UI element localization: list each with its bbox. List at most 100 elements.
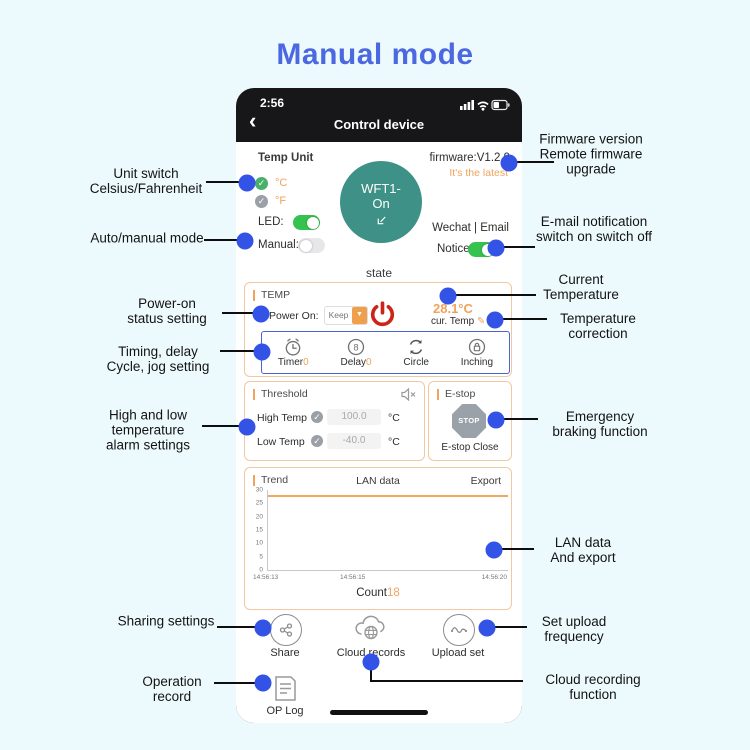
- callout-dot-share: [254, 619, 272, 637]
- callout-line: [370, 662, 373, 682]
- x-tick: 14:56:15: [340, 574, 366, 581]
- callout-dot-power-on: [252, 305, 270, 323]
- power-button-icon[interactable]: [368, 300, 397, 329]
- svg-text:8: 8: [353, 342, 358, 352]
- callout-dot-estop: [487, 411, 505, 429]
- callout-line: [214, 682, 264, 685]
- power-on-value: Keep: [328, 310, 349, 320]
- delay-icon: 8: [347, 338, 365, 356]
- callout-dot-notice: [487, 239, 505, 257]
- callout-dot-unit-switch: [238, 174, 256, 192]
- y-tick: 30: [255, 486, 263, 494]
- trend-chart: [267, 490, 508, 571]
- temp-correction-pencil-icon[interactable]: ✎: [476, 316, 486, 327]
- low-temp-check-icon[interactable]: ✓: [311, 435, 323, 447]
- callout-line: [494, 548, 534, 551]
- notify-channels[interactable]: Wechat | Email: [432, 222, 509, 234]
- annotation-unit-switch: Unit switch Celsius/Fahrenheit: [89, 166, 203, 196]
- op-log-button[interactable]: [274, 675, 297, 702]
- manual-toggle-knob: [299, 239, 312, 252]
- celsius-check-icon[interactable]: ✓: [255, 177, 268, 190]
- callout-line: [206, 181, 248, 184]
- annotation-timing: Timing, delay Cycle, jog setting: [106, 344, 210, 374]
- threshold-section: Threshold High Temp ✓ 100.0 °C Low Temp …: [244, 381, 425, 461]
- x-tick: 14:56:20: [481, 574, 507, 581]
- high-temp-check-icon[interactable]: ✓: [311, 411, 323, 423]
- current-temp-value: 28.1°C: [433, 301, 473, 316]
- low-temp-label: Low Temp: [257, 436, 305, 448]
- callout-line: [495, 318, 547, 321]
- callout-line: [220, 350, 263, 353]
- estop-title: E-stop: [437, 389, 475, 400]
- manual-label: Manual:: [258, 239, 299, 251]
- mode-inching[interactable]: Inching: [461, 337, 493, 368]
- upload-set-icon: [450, 627, 468, 634]
- temperature-trend-line: [268, 495, 508, 497]
- device-button[interactable]: WFT1- On: [340, 161, 422, 243]
- home-indicator[interactable]: [330, 710, 428, 715]
- high-temp-label: High Temp: [257, 412, 307, 424]
- callout-line: [487, 626, 527, 629]
- low-temp-input[interactable]: -40.0: [327, 433, 381, 449]
- annotation-auto-manual: Auto/manual mode: [90, 230, 204, 246]
- nav-title: Control device: [333, 117, 425, 132]
- mode-delay[interactable]: 8 Delay0: [340, 337, 372, 368]
- back-button[interactable]: ‹: [249, 108, 257, 133]
- firmware-status: It's the latest: [449, 167, 508, 179]
- led-toggle[interactable]: [293, 215, 320, 230]
- callout-line: [222, 312, 262, 315]
- page-title: Manual mode: [276, 38, 474, 71]
- mode-circle[interactable]: Circle: [403, 337, 429, 368]
- export-button[interactable]: Export: [470, 475, 501, 487]
- estop-button[interactable]: STOP: [452, 404, 486, 438]
- threshold-title: Threshold: [253, 389, 308, 400]
- mute-icon[interactable]: [401, 388, 416, 401]
- annotation-alarm: High and low temperature alarm settings: [105, 407, 191, 453]
- share-icon: [279, 623, 293, 637]
- callout-line: [495, 246, 535, 249]
- phone-frame: 2:56 ‹ Control device Temp Unit ✓ °C ✓ °…: [236, 88, 522, 723]
- callout-dot-lan: [485, 541, 503, 559]
- count-label: Count: [356, 587, 387, 599]
- mode-timer[interactable]: Timer0: [278, 337, 309, 368]
- trend-section: Trend LAN data Export 30 25 20 15 10 5 0…: [244, 467, 512, 610]
- state-label: state: [365, 266, 392, 280]
- callout-dot-temp-correction: [486, 311, 504, 329]
- y-tick: 10: [255, 539, 263, 547]
- callout-dot-threshold: [238, 418, 256, 436]
- signal-wifi-battery-icon: [460, 99, 510, 111]
- callout-line: [202, 425, 248, 428]
- annotation-lan-export: LAN data And export: [550, 535, 616, 565]
- firmware-version[interactable]: firmware:V1.2.9: [429, 152, 510, 164]
- y-tick: 0: [259, 566, 263, 574]
- cloud-records-button[interactable]: [353, 612, 389, 642]
- manual-toggle[interactable]: [298, 238, 325, 253]
- low-temp-unit: °C: [388, 436, 400, 448]
- device-name: WFT1-: [361, 181, 401, 196]
- callout-line: [448, 294, 536, 297]
- callout-dot-current-temp: [439, 287, 457, 305]
- share-button[interactable]: [270, 614, 302, 646]
- fahrenheit-option[interactable]: °F: [275, 195, 287, 207]
- high-temp-input[interactable]: 100.0: [327, 409, 381, 425]
- upload-set-button[interactable]: [443, 614, 475, 646]
- inching-lock-icon: [468, 338, 486, 356]
- y-tick: 20: [255, 513, 263, 521]
- celsius-option[interactable]: °C: [275, 177, 288, 189]
- annotation-cloud-recording: Cloud recording function: [545, 672, 641, 702]
- callout-dot-timing: [253, 343, 271, 361]
- estop-caption: E-stop Close: [441, 442, 499, 453]
- fahrenheit-check-icon[interactable]: ✓: [255, 195, 268, 208]
- edit-icon[interactable]: [376, 215, 387, 226]
- status-time: 2:56: [260, 96, 285, 110]
- power-on-dropdown[interactable]: Keep ▼: [324, 306, 368, 325]
- cloud-records-icon: [355, 615, 385, 640]
- led-label: LED:: [258, 216, 284, 228]
- upload-set-label: Upload set: [431, 647, 485, 659]
- y-tick: 5: [259, 553, 263, 561]
- led-toggle-knob: [306, 216, 319, 229]
- status-icons: [460, 98, 510, 111]
- x-tick: 14:56:13: [253, 574, 279, 581]
- high-temp-unit: °C: [388, 412, 400, 424]
